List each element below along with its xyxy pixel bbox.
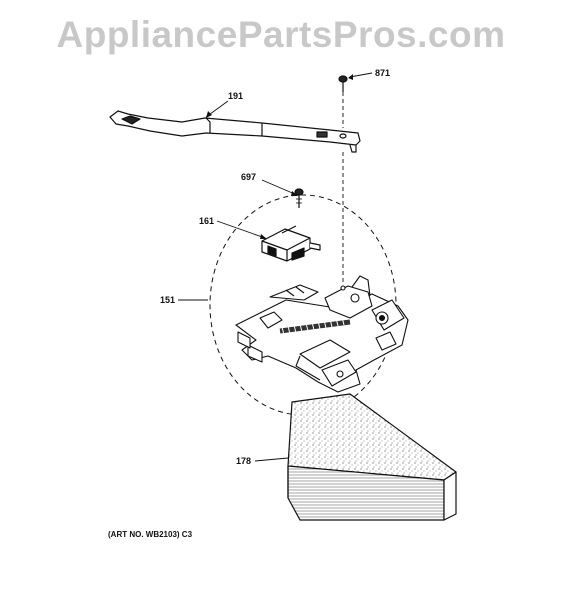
screw-697-part [294,188,304,208]
callout-697: 697 [241,172,256,182]
callout-151: 151 [160,295,175,305]
callout-178: 178 [236,456,251,466]
screw-871-part [338,75,348,92]
art-number-caption: (ART NO. WB2103) C3 [108,530,193,539]
callout-arrowheads [206,74,353,239]
callout-161: 161 [199,216,214,226]
insulation-part [287,393,457,521]
latch-handle-part [109,110,361,153]
watermark-logo: AppliancePartsPros.com [56,14,506,55]
latch-mechanism-part [235,275,409,393]
micro-switch-part [261,225,321,262]
latch-spring [279,316,351,336]
callout-leaders [178,72,373,462]
callout-191: 191 [228,91,243,101]
callout-871: 871 [375,68,390,78]
